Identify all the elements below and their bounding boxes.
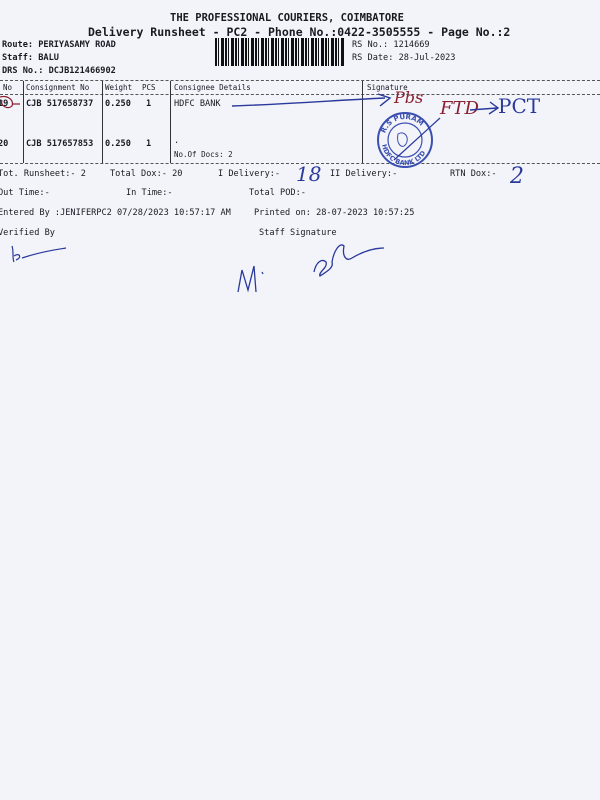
row-consignee: HDFC BANK — [174, 99, 221, 109]
handwritten-rtn-dox: 2 — [510, 164, 524, 189]
row-weight: 0.250 — [105, 99, 131, 109]
arrow-icon — [469, 101, 500, 115]
handwritten-i-delivery: 18 — [296, 162, 322, 186]
tot-runsheet: Tot. Runsheet:- 2 — [0, 169, 86, 179]
verified-signature — [11, 245, 67, 263]
staff: Staff: BALU — [2, 53, 59, 63]
divider — [0, 94, 600, 95]
docs-count: No.Of Docs: 2 — [174, 150, 233, 159]
col-sno: S No — [0, 83, 13, 92]
col-weight: Weight — [105, 83, 133, 92]
column-border — [170, 81, 171, 163]
row-consignment: CJB 517658737 — [26, 99, 94, 109]
in-time: In Time:- — [126, 188, 173, 198]
ii-delivery: II Delivery:- — [330, 169, 398, 179]
row-consignment: CJB 517657853 — [26, 139, 94, 149]
barcode — [215, 38, 345, 66]
handwritten-signature: FTD — [440, 98, 479, 119]
row-sno: 19 — [0, 99, 9, 109]
row-sno: 20 — [0, 139, 9, 149]
route: Route: PERIYASAMY ROAD — [2, 40, 116, 50]
printed-on: Printed on: 28-07-2023 10:57:25 — [254, 208, 415, 218]
staff-signature — [237, 244, 385, 293]
col-consignee: Consignee Details — [174, 83, 251, 92]
staff-signature-label: Staff Signature — [259, 228, 337, 238]
handwritten-signature: PCT — [498, 94, 541, 118]
col-signature: Signature — [367, 83, 408, 92]
rs-date: RS Date: 28-Jul-2023 — [352, 53, 456, 63]
runsheet-title: Delivery Runsheet - PC2 - Phone No.:0422… — [88, 25, 511, 39]
column-border — [362, 81, 363, 163]
stamp-icon: R.S PURAM HDFC BANK LTD — [377, 112, 433, 168]
column-border — [23, 81, 24, 163]
handwritten-signature: Pbs — [394, 88, 424, 107]
entered-by: Entered By :JENIFERPC2 07/28/2023 10:57:… — [0, 208, 231, 218]
divider — [0, 163, 600, 164]
col-consignment: Consignment No — [26, 83, 90, 92]
rtn-dox: RTN Dox:- — [450, 169, 497, 179]
row-pcs: 1 — [146, 99, 152, 109]
row-consignee: . — [174, 136, 180, 146]
col-pcs: PCS — [142, 83, 156, 92]
row-pcs: 1 — [146, 139, 152, 149]
circled-mark-icon — [0, 95, 20, 109]
company-title: THE PROFESSIONAL COURIERS, COIMBATORE — [170, 12, 404, 24]
i-delivery: I Delivery:- — [218, 169, 281, 179]
drs-number: DRS No.: DCJB121466902 — [2, 66, 116, 76]
out-time: Out Time:- — [0, 188, 50, 198]
total-pod: Total POD:- — [249, 188, 306, 198]
row-weight: 0.250 — [105, 139, 131, 149]
arrow-icon — [231, 93, 392, 107]
column-border — [102, 81, 103, 163]
rs-number: RS No.: 1214669 — [352, 40, 430, 50]
divider — [0, 80, 600, 81]
total-dox: Total Dox:- 20 — [110, 169, 183, 179]
verified-by: Verified By — [0, 228, 55, 238]
